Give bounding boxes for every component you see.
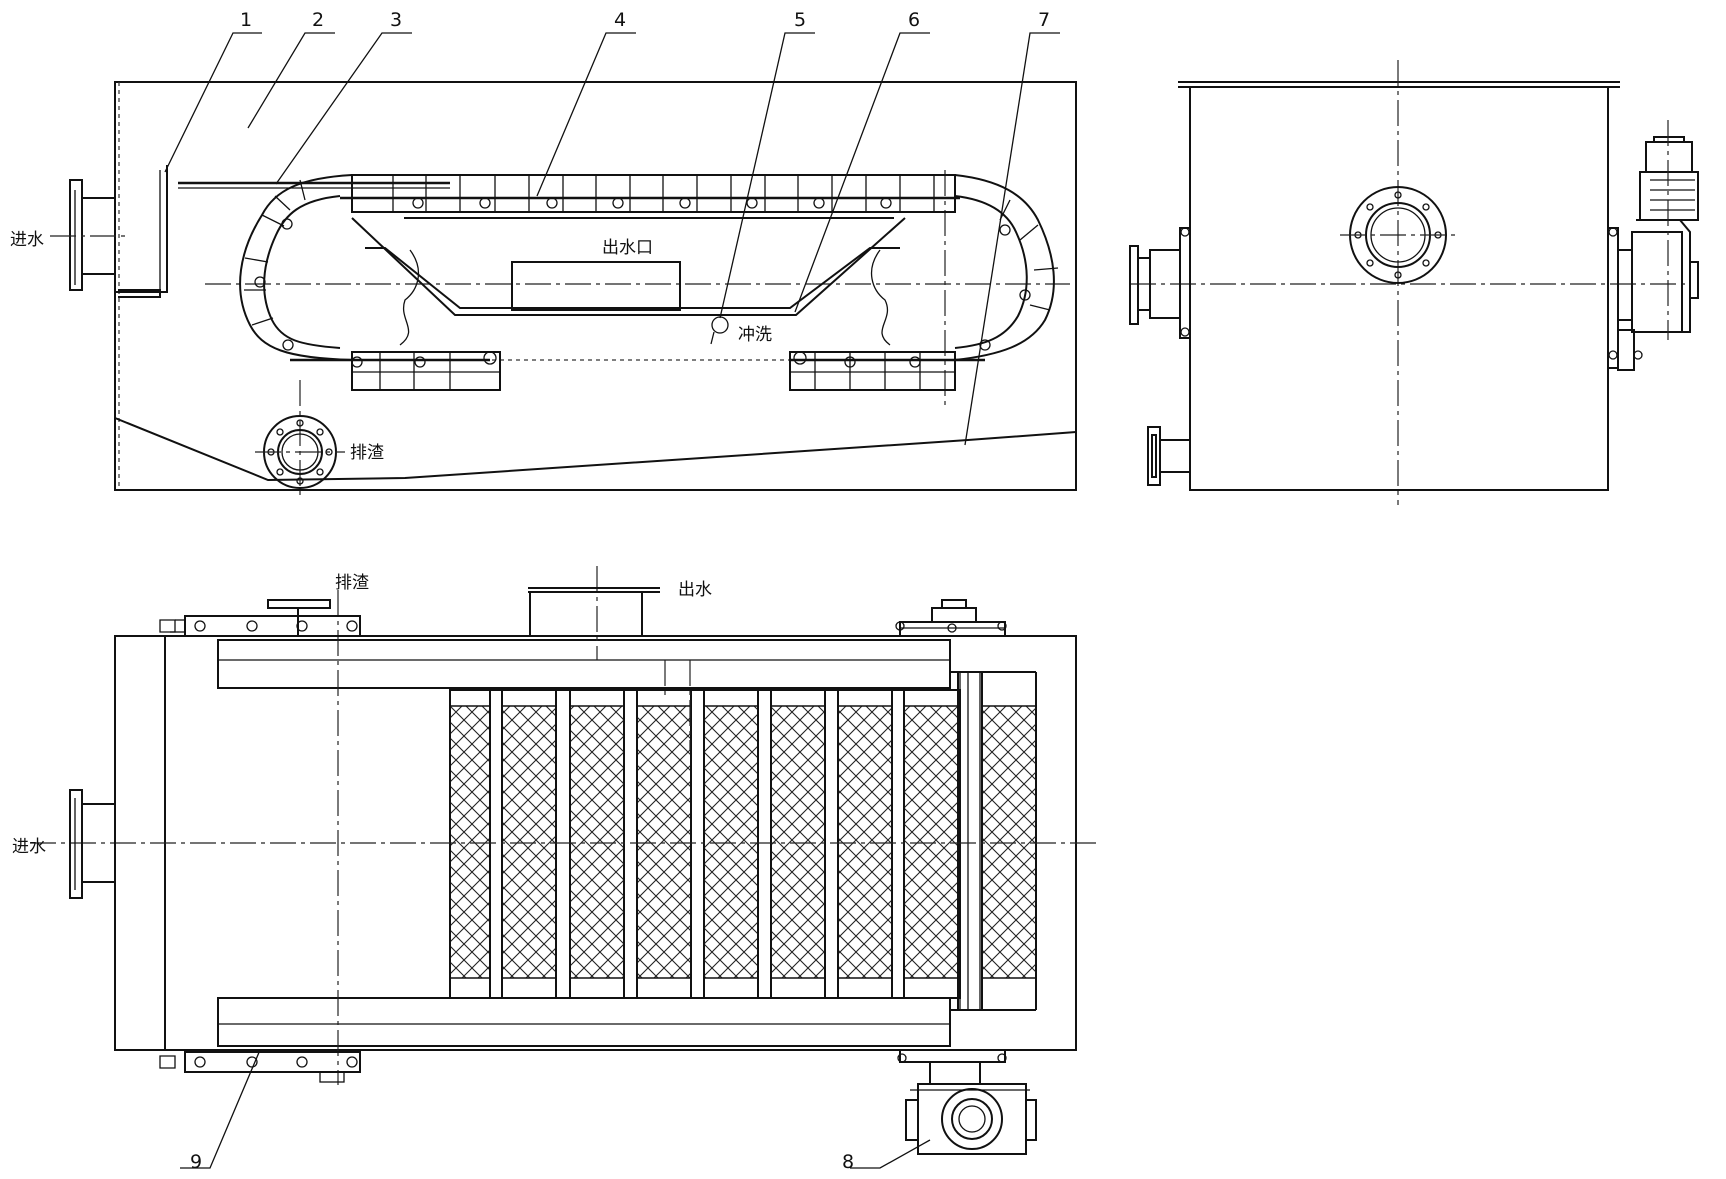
callout-9: 9 (190, 1151, 202, 1173)
front-view (50, 32, 1077, 500)
text-labels: 进水 出水口 冲洗 排渣 排渣 出水 进水 (10, 230, 772, 857)
slag-label-front: 排渣 (350, 443, 384, 463)
callout-1: 1 (240, 9, 252, 31)
leader-lines-front (164, 32, 1060, 446)
flush-label: 冲洗 (738, 325, 772, 345)
callout-3: 3 (390, 9, 402, 31)
callout-5: 5 (794, 9, 806, 31)
screen-mesh-panels (449, 705, 1037, 979)
callout-7: 7 (1038, 9, 1050, 31)
callout-8: 8 (842, 1151, 854, 1173)
slag-label-plan: 排渣 (335, 573, 369, 593)
slag-outlet-flange (255, 415, 345, 489)
outlet-port-label: 出水口 (602, 238, 653, 258)
callout-4: 4 (614, 9, 626, 31)
callout-2: 2 (312, 9, 324, 31)
inlet-label-plan: 进水 (12, 837, 46, 857)
callout-6: 6 (908, 9, 920, 31)
inlet-label-front: 进水 (10, 230, 44, 250)
side-view (1129, 60, 1699, 505)
outlet-label-plan: 出水 (678, 580, 712, 600)
callout-numbers: 1 2 3 4 5 6 7 8 9 (190, 9, 1050, 1173)
leader-lines-plan (180, 1049, 931, 1169)
plan-view (30, 566, 1098, 1169)
